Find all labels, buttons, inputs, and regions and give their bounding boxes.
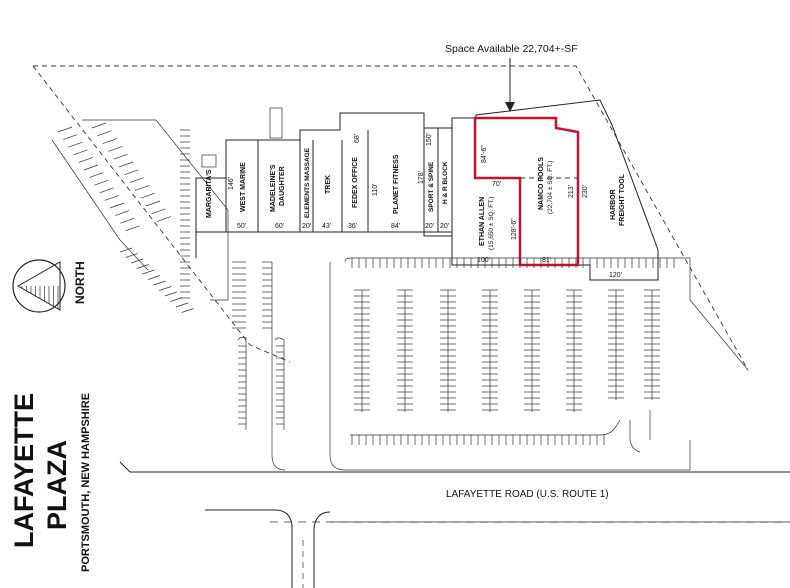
tenant-ethan-allen-line1: ETHAN ALLEN (479, 197, 486, 246)
parking-stall-line (125, 253, 138, 258)
dim-128-6: 128'-6" (511, 218, 518, 240)
parking-stall-line (99, 187, 114, 194)
parking-stall-line (129, 177, 144, 183)
building-outline (195, 99, 659, 281)
parking-stall-line (102, 138, 117, 144)
tenant-labels: MARGARITA'S WEST MARINE MADELEINE'S DAUG… (206, 147, 626, 250)
plaza-name-line1: LAFAYETTE (9, 393, 39, 548)
compass-label: NORTH (73, 261, 87, 304)
parking-stall-line (147, 275, 161, 280)
lafayette-road: LAFAYETTE ROAD (U.S. ROUTE 1) (119, 461, 790, 588)
dim-20-hr: 20' (440, 223, 449, 230)
parking-stall-line (125, 225, 140, 232)
tenant-harbor-freight-line1: HARBOR (610, 189, 617, 220)
parking-stall-line (119, 247, 133, 253)
available-space-outline (473, 116, 580, 267)
parking-stall-line (91, 122, 107, 129)
tenant-west-marine: WEST MARINE (240, 162, 247, 212)
north-arrow: NORTH (12, 259, 87, 313)
tenant-madeleines-line1: MADELEINE'S (270, 164, 277, 212)
parking-stall-line (115, 210, 130, 216)
dim-213: 213' (568, 185, 575, 198)
parking-stall-line (145, 200, 161, 207)
parking-stall-line (164, 291, 177, 297)
tenant-trek: TREK (325, 175, 332, 194)
dim-36: 36' (348, 223, 357, 230)
parking-stall-line (63, 134, 78, 140)
tenant-ethan-allen-line2: (15,650 ± SQ. FT.) (488, 197, 495, 250)
tenant-namco-line2: (22,704 ± SQ. FT.) (547, 161, 554, 214)
parking-stall-line (68, 141, 83, 148)
dim-110: 110' (372, 184, 379, 197)
dim-60: 60' (275, 223, 284, 230)
dim-20-elements: 20' (302, 223, 311, 230)
dim-68: 68' (354, 134, 361, 143)
compass-circle (12, 259, 66, 313)
parking-stall-line (124, 169, 139, 176)
parking-main-field (271, 257, 749, 471)
space-available-callout: Space Available 22,704+-SF (445, 43, 578, 55)
dim-84: 84' (391, 223, 400, 230)
plaza-name-line2: PLAZA (42, 440, 72, 530)
dim-84-6: 84'-6" (481, 145, 488, 163)
parking-stall-line (131, 258, 144, 264)
tenant-planet-fitness: PLANET FITNESS (393, 154, 400, 214)
callout-arrowhead (505, 102, 515, 112)
tenant-harbor-freight-line2: FREIGHT TOOL (619, 173, 626, 226)
parking-stall-line (104, 195, 119, 201)
dim-230: 230' (582, 185, 589, 198)
dim-43: 43' (322, 223, 331, 230)
parking-stall-line (57, 126, 73, 133)
parking-stall-line (89, 172, 104, 178)
title-block: LAFAYETTE PLAZA PORTSMOUTH, NEW HAMPSHIR… (9, 393, 92, 572)
compass-hatch (21, 286, 59, 309)
parking-stall-line (136, 264, 149, 269)
parking-stall-line (151, 208, 166, 215)
tenant-hr-block: H & R BLOCK (442, 161, 449, 204)
parking-stall-line (181, 308, 194, 313)
tenant-madeleines-line2: DAUGHTER (279, 166, 286, 206)
parking-stall-line (73, 149, 88, 156)
dimension-labels: 146' 50' 60' 20' 43' 68' 110' 36' 84' 17… (228, 133, 622, 279)
dim-146: 146' (228, 177, 235, 190)
tenant-sport-and-spine: SPORT & SPINE (428, 161, 435, 212)
parking-left-islands (232, 261, 285, 430)
parking-stall-stripes (351, 258, 675, 445)
compass-arrow-icon (16, 261, 61, 311)
parking-stall-line (170, 297, 183, 302)
dim-50: 50' (237, 223, 246, 230)
dim-20-sport: 20' (425, 223, 434, 230)
dim-150: 150' (426, 133, 433, 146)
dim-100: 100' (477, 257, 490, 264)
parking-stall-line (153, 280, 166, 286)
parking-stall-line (83, 164, 99, 171)
parking-stall-line (108, 146, 123, 152)
parking-stall-line (142, 269, 155, 275)
road-label: LAFAYETTE ROAD (U.S. ROUTE 1) (446, 489, 609, 500)
parking-stall-line (78, 157, 93, 163)
parking-stall-line (159, 286, 172, 291)
property-boundary (32, 65, 749, 371)
parking-stall-line (120, 217, 135, 224)
parking-stall-line (135, 185, 150, 191)
plaza-location: PORTSMOUTH, NEW HAMPSHIRE (80, 393, 92, 572)
tenant-fedex-office: FEDEX OFFICE (352, 157, 359, 208)
dim-178: 178' (418, 171, 425, 184)
parking-stall-line (118, 161, 134, 168)
tenant-elements-massage: ELEMENTS MASSAGE (304, 147, 311, 218)
dim-70: 70' (492, 181, 501, 188)
tenant-namco-line1: NAMCO POOLS (538, 157, 545, 210)
parking-stall-line (140, 192, 155, 199)
parking-stall-line (94, 179, 109, 186)
parking-stall-line (109, 202, 125, 209)
dim-120: 120' (609, 272, 622, 279)
dim-81: 81' (542, 257, 551, 264)
parking-stall-line (156, 216, 171, 222)
parking-stall-line (113, 153, 128, 160)
tenant-margaritas: MARGARITA'S (206, 169, 213, 218)
parking-diagonal-lot (51, 119, 229, 313)
parking-stall-line (175, 302, 189, 308)
parking-stall-line (97, 130, 112, 137)
